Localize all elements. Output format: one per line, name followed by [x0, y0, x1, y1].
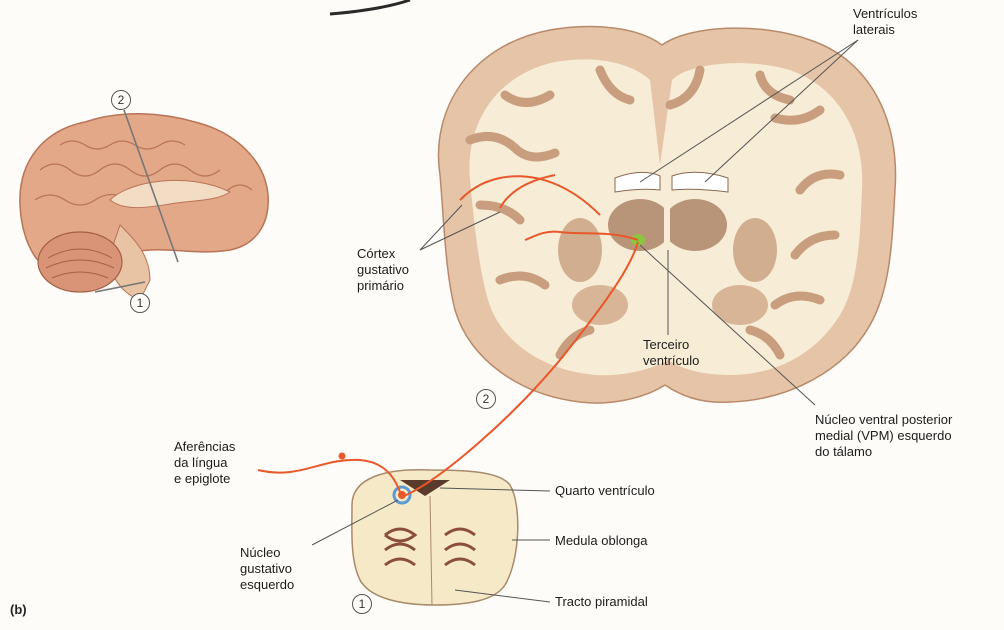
olive-left	[384, 527, 418, 567]
leader-pyramidal-tract	[454, 589, 551, 603]
top-stroke	[329, 0, 411, 16]
medulla-outline	[351, 469, 519, 606]
ascending-fiber	[403, 241, 639, 497]
sagittal-brain-illustration	[19, 109, 269, 301]
thalamocortical-fiber	[524, 230, 639, 241]
cerebellum	[37, 231, 123, 293]
panel-label: (b)	[10, 602, 27, 617]
leader-cortex-2	[419, 211, 501, 251]
cerebellum-folia	[45, 248, 115, 279]
label-fourth-ventricle: Quarto ventrículo	[555, 483, 655, 498]
label-gustatory-nucleus: Núcleo gustativo esquerdo	[240, 545, 295, 592]
fourth-ventricle	[400, 480, 450, 496]
leader-vpm	[639, 244, 816, 406]
hippocampus-right	[712, 285, 768, 325]
third-ventricle-slit	[664, 205, 670, 260]
coronal-brain-section	[437, 25, 897, 404]
thalamus-right	[663, 199, 727, 251]
coronal-section-number: 2	[476, 389, 496, 409]
olive-right	[444, 527, 476, 567]
leader-lateral-ventricles-2	[704, 39, 859, 183]
label-medulla-oblongata: Medula oblonga	[555, 533, 648, 548]
label-lateral-ventricles: Ventrículos laterais	[853, 6, 918, 37]
lateral-ventricle-right	[671, 171, 729, 193]
basal-ganglia-right	[733, 218, 777, 282]
label-afferents: Aferências da língua e epiglote	[174, 439, 236, 486]
plane-marker-2: 2	[111, 90, 131, 110]
leader-gustatory-nucleus	[311, 499, 399, 546]
medulla-midline	[429, 495, 433, 606]
plane-marker-1: 1	[130, 293, 150, 313]
lateral-ventricle-left	[614, 171, 661, 193]
leader-cortex-1	[419, 204, 463, 251]
taste-pathway	[257, 174, 639, 497]
medulla-section-number: 1	[352, 594, 372, 614]
medulla-section	[351, 469, 519, 606]
cortical-branch	[499, 174, 556, 209]
cortical-projection	[459, 175, 601, 216]
label-pyramidal-tract: Tracto piramidal	[555, 594, 648, 609]
afferent-fiber	[257, 458, 401, 493]
cerebrum-gyri	[34, 140, 253, 206]
gustatory-nucleus-highlight	[392, 485, 412, 505]
leader-fourth-ventricle	[439, 487, 551, 492]
plane-line-2	[123, 109, 179, 263]
hippocampus-left	[572, 285, 628, 325]
thalamus-left	[608, 199, 672, 251]
basal-ganglia-left	[558, 218, 602, 282]
label-primary-gustatory-cortex: Córtex gustativo primário	[357, 246, 410, 293]
cortical-folds	[465, 65, 845, 360]
label-vpm-nucleus: Núcleo ventral posterior medial (VPM) es…	[815, 412, 953, 459]
plane-line-1	[94, 281, 146, 293]
leader-lateral-ventricles-1	[639, 39, 859, 183]
leader-lines	[311, 39, 859, 603]
gustatory-nucleus-core	[398, 491, 406, 499]
afferent-ganglion	[338, 452, 346, 460]
label-third-ventricle: Terceiro ventrículo	[643, 337, 700, 368]
